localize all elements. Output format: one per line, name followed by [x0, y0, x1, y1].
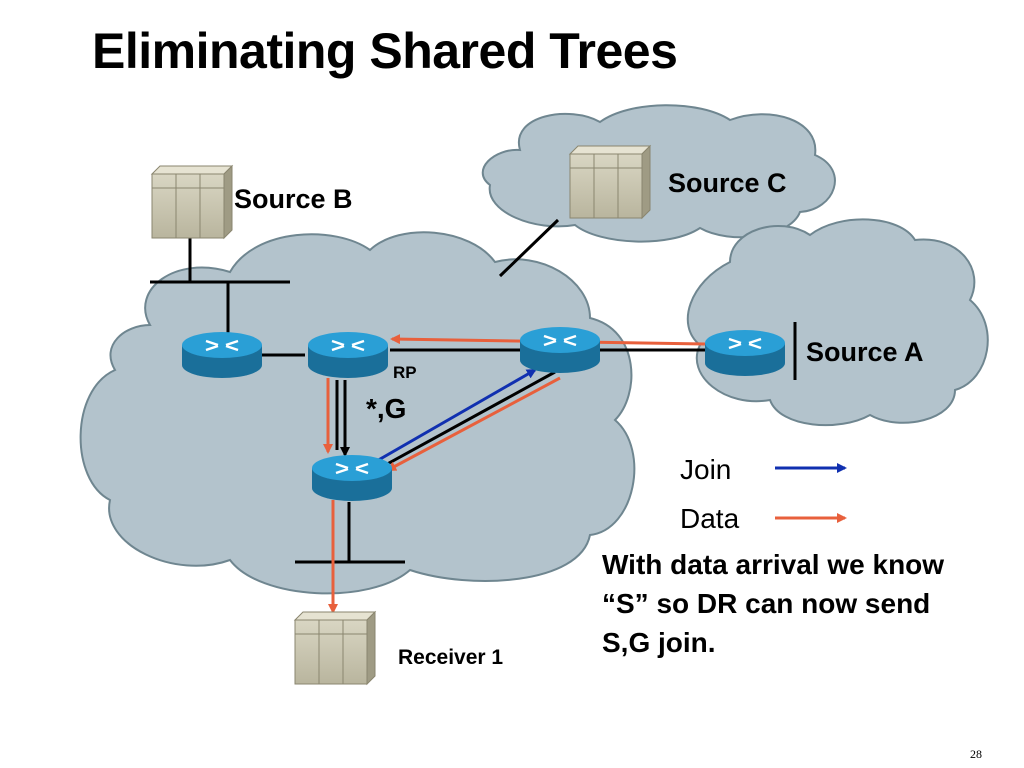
star-g-label: *,G	[366, 393, 407, 424]
router-left	[182, 332, 262, 378]
network-links	[150, 218, 797, 564]
legend-join-label: Join	[680, 454, 732, 485]
explanation-note: With data arrival we know “S” so DR can …	[602, 549, 945, 658]
router-dr	[312, 455, 392, 501]
server-source-b	[150, 164, 234, 240]
receiver-label: Receiver 1	[398, 646, 504, 669]
server-source-c	[568, 144, 652, 220]
router-center	[520, 327, 600, 373]
rp-label: RP	[393, 363, 417, 382]
source-a-label: Source A	[806, 337, 924, 367]
source-c-label: Source C	[668, 168, 787, 198]
join-arrow	[374, 368, 537, 464]
page-title: Eliminating Shared Trees	[92, 23, 678, 79]
router-rp	[308, 332, 388, 378]
cloud-source-a	[686, 218, 989, 427]
server-receiver	[293, 610, 377, 686]
router-source-a	[705, 330, 785, 376]
page-number: 28	[970, 747, 982, 761]
legend-data-label: Data	[680, 503, 740, 534]
source-b-label: Source B	[234, 184, 353, 214]
cloud-main	[79, 231, 636, 595]
